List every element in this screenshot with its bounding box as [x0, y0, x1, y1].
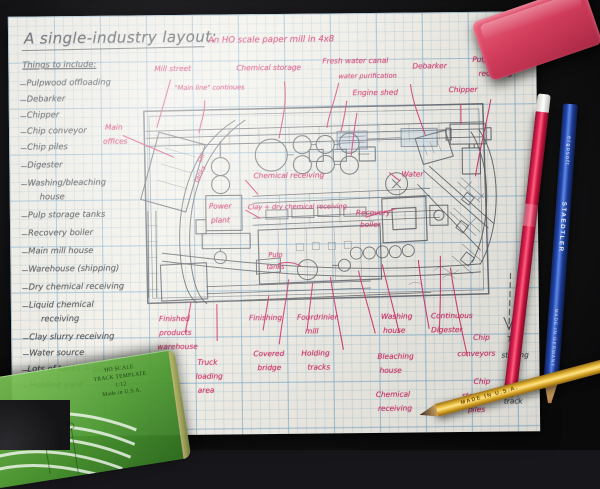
pen-cap [535, 93, 551, 113]
pen-grip-band [522, 203, 539, 227]
pencil-note-track: track [503, 396, 523, 406]
blue-pencil-brand: STAEDTLER [556, 201, 568, 253]
screenshot-root: A single-industry layout: An HO scale pa… [0, 0, 600, 450]
blue-pencil-model: ergosoft [563, 135, 572, 167]
desk-corner-shadow [0, 400, 70, 450]
graph-paper-sheet: A single-industry layout: An HO scale pa… [7, 11, 541, 437]
blue-pencil-origin: MADE IN GERMANY [549, 308, 559, 368]
